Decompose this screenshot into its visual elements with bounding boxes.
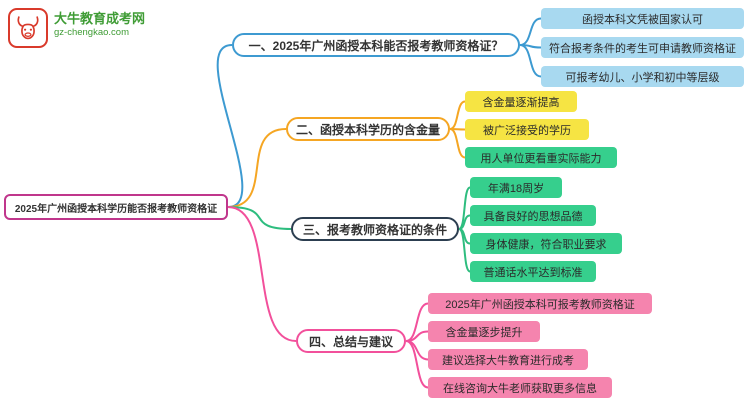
child-4-1: 2025年广州函授本科可报考教师资格证 — [428, 293, 652, 314]
child-3-3: 身体健康，符合职业要求 — [470, 233, 622, 254]
connector-b3-c2 — [458, 214, 471, 230]
connector-root-branch4 — [227, 206, 297, 342]
connector-b2-c2 — [449, 128, 466, 131]
connector-b4-c4 — [405, 340, 429, 389]
child-3-4: 普通话水平达到标准 — [470, 261, 596, 282]
connector-b3-c3 — [458, 228, 471, 245]
child-4-2: 含金量逐步提升 — [428, 321, 540, 342]
connector-b1-c1 — [519, 17, 542, 46]
site-logo: 大牛教育成考网 gz-chengkao.com — [8, 8, 145, 48]
connector-b4-c1 — [405, 302, 429, 342]
child-2-3: 用人单位更看重实际能力 — [465, 147, 617, 168]
child-1-1: 函授本科文凭被国家认可 — [541, 8, 744, 29]
child-3-2: 具备良好的思想品德 — [470, 205, 596, 226]
root-node: 2025年广州函授本科学历能否报考教师资格证 — [4, 194, 228, 220]
connector-b4-c3 — [405, 340, 429, 361]
connector-root-branch3 — [227, 206, 292, 230]
branch-4-node: 四、总结与建议 — [296, 329, 406, 353]
connector-b3-c4 — [458, 228, 471, 273]
connector-b3-c1 — [458, 186, 471, 230]
branch-2-node: 二、函授本科学历的含金量 — [286, 117, 450, 141]
child-4-3: 建议选择大牛教育进行成考 — [428, 349, 588, 370]
connector-b1-c2 — [519, 44, 542, 49]
child-1-3: 可报考幼儿、小学和初中等层级 — [541, 66, 744, 87]
logo-url: gz-chengkao.com — [54, 27, 129, 39]
connector-root-branch1 — [216, 44, 244, 208]
logo-frame — [8, 8, 48, 48]
child-4-4: 在线咨询大牛老师获取更多信息 — [428, 377, 612, 398]
connector-b4-c2 — [405, 330, 429, 342]
bull-icon — [17, 16, 39, 40]
branch-3-node: 三、报考教师资格证的条件 — [291, 217, 459, 241]
connector-b2-c3 — [449, 128, 466, 159]
connector-b2-c1 — [449, 100, 466, 130]
child-2-1: 含金量逐渐提高 — [465, 91, 577, 112]
child-2-2: 被广泛接受的学历 — [465, 119, 589, 140]
connector-root-branch2 — [227, 128, 287, 208]
child-3-1: 年满18周岁 — [470, 177, 562, 198]
branch-1-node: 一、2025年广州函授本科能否报考教师资格证？ — [232, 33, 520, 57]
logo-title: 大牛教育成考网 — [54, 11, 146, 26]
connector-b1-c3 — [519, 44, 542, 78]
child-1-2: 符合报考条件的考生可申请教师资格证 — [541, 37, 744, 58]
